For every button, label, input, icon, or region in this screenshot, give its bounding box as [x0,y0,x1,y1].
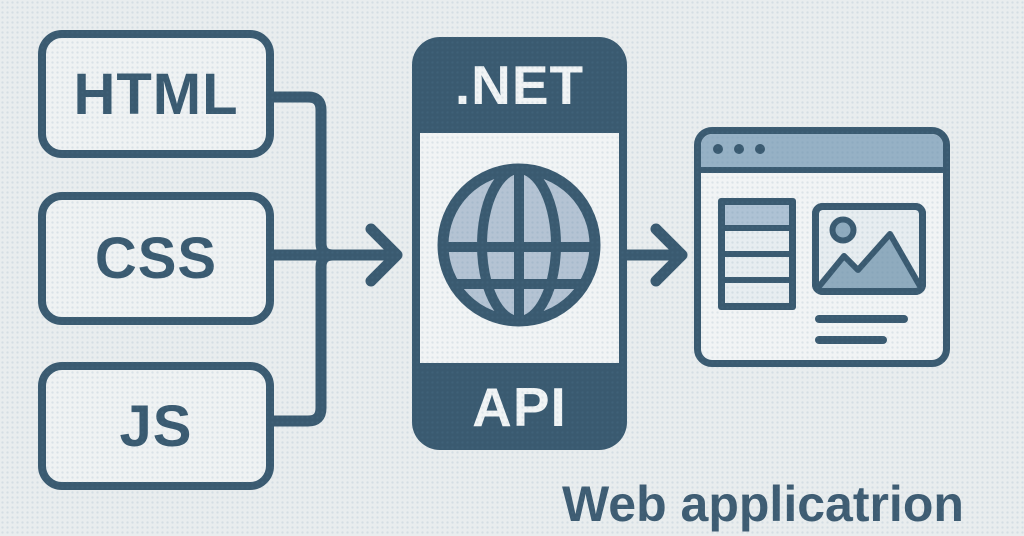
sidebar-row [725,231,789,251]
window-dot-icon [713,143,723,154]
api-card-label: API [472,375,567,438]
content-text-line [815,315,908,323]
arrowhead-sources-to-api [365,223,403,287]
source-box-css: CSS [38,192,274,325]
source-box-html: HTML [38,30,274,158]
image-placeholder-icon [812,203,926,295]
sidebar-row [725,283,789,303]
caption-text: Web applicatrion [562,476,964,532]
sidebar-row [725,257,789,277]
browser-titlebar [701,134,943,173]
source-box-js: JS [38,362,274,490]
mountain-icon [818,231,920,289]
connector-html-to-api [268,91,339,261]
net-api-card: .NET API [412,37,627,450]
net-card-title: .NET [454,54,585,116]
content-text-line [815,336,887,344]
window-dot-icon [734,143,744,154]
sidebar-row [725,205,789,225]
source-box-html-label: HTML [73,61,239,127]
source-box-js-label: JS [119,393,193,459]
connector-js-to-api [268,249,339,427]
arrowhead-api-to-browser [650,223,688,287]
source-box-css-label: CSS [94,226,218,291]
globe-icon [437,163,601,327]
browser-window [694,127,950,367]
window-dot-icon [755,143,765,154]
browser-sidebar-list [718,198,796,310]
sun-circle-icon [829,216,857,244]
